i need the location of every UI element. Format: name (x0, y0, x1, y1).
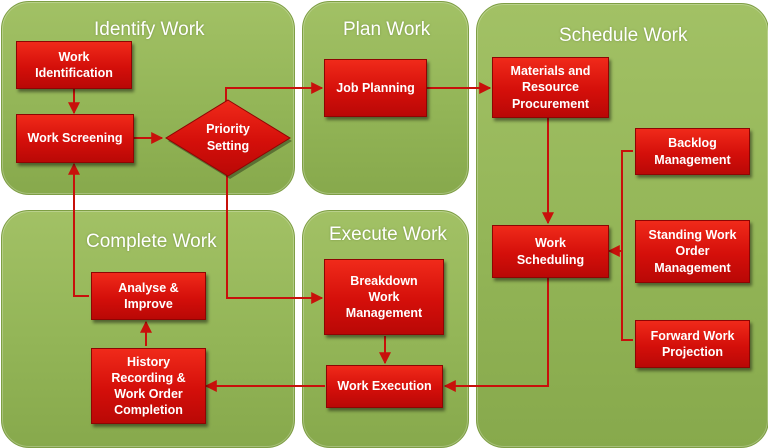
priority-setting-label: Priority Setting (206, 122, 250, 153)
arrow-analyse-to-screening (68, 162, 89, 297)
work-execution-box[interactable]: Work Execution (326, 365, 443, 408)
work-screening-box[interactable]: Work Screening (16, 114, 134, 163)
backlog-management-box[interactable]: Backlog Management (635, 128, 750, 175)
materials-procurement-box[interactable]: Materials and Resource Procurement (492, 57, 609, 118)
complete-work-title: Complete Work (86, 231, 217, 252)
arrow-priority-to-breakdown (226, 170, 324, 304)
forward-work-projection-box[interactable]: Forward Work Projection (635, 320, 750, 368)
job-planning-box[interactable]: Job Planning (324, 59, 427, 117)
schedule-work-title: Schedule Work (559, 25, 688, 46)
identify-work-title: Identify Work (94, 19, 205, 40)
work-identification-box[interactable]: Work Identification (16, 41, 132, 89)
work-scheduling-box[interactable]: Work Scheduling (492, 225, 609, 278)
arrow-scheduling-to-execution (443, 278, 549, 392)
plan-work-title: Plan Work (343, 19, 431, 40)
standing-work-order-management-box[interactable]: Standing Work Order Management (635, 220, 750, 283)
execute-work-title: Execute Work (329, 224, 447, 245)
arrow-backlog-to-scheduling (609, 150, 633, 341)
analyse-improve-box[interactable]: Analyse & Improve (91, 272, 206, 320)
history-recording-box[interactable]: History Recording & Work Order Completio… (91, 348, 206, 424)
breakdown-work-management-box[interactable]: Breakdown Work Management (324, 259, 444, 335)
